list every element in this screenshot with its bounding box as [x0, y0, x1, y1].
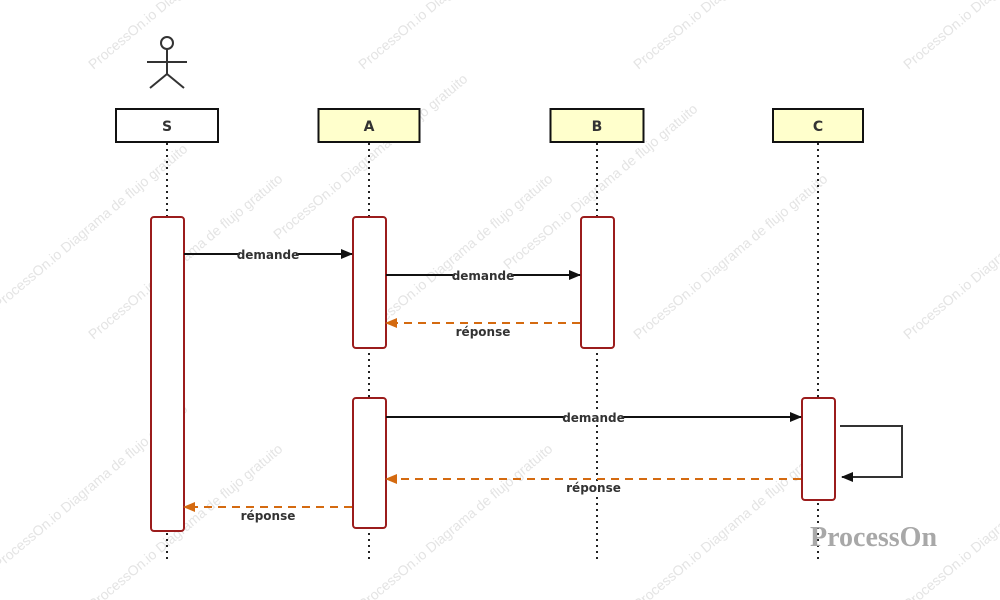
message-label: demande [562, 411, 625, 425]
participant-box-a [317, 108, 421, 143]
activation-bar [580, 216, 615, 349]
participant-label: S [162, 119, 172, 135]
participant-label: A [364, 119, 375, 135]
message-label: réponse [456, 325, 511, 339]
message-label-bg [240, 509, 296, 523]
activation-bar [352, 216, 387, 349]
actor-leg [166, 73, 185, 89]
participant-box-b [549, 108, 645, 143]
message-label: réponse [566, 481, 621, 495]
message-label-bg [565, 411, 622, 425]
actor-head [160, 36, 174, 50]
message-label: réponse [241, 509, 296, 523]
message-label-bg [565, 481, 622, 495]
message-label-bg [240, 248, 296, 262]
participant-label: C [813, 119, 823, 135]
processon-logo: ProcessOn [810, 522, 938, 553]
participant-box-s [115, 108, 219, 143]
self-message-arrow [840, 425, 903, 482]
message-label-bg [455, 269, 511, 283]
activation-bar [150, 216, 185, 532]
message-label-bg [455, 325, 511, 339]
message-label: demande [452, 269, 515, 283]
activation-bar [801, 397, 836, 501]
actor-leg [149, 73, 168, 89]
actor-icon [147, 36, 187, 89]
message-label: demande [237, 248, 300, 262]
participant-box-c [772, 108, 864, 143]
participant-label: B [592, 119, 603, 135]
activation-bar [352, 397, 387, 529]
